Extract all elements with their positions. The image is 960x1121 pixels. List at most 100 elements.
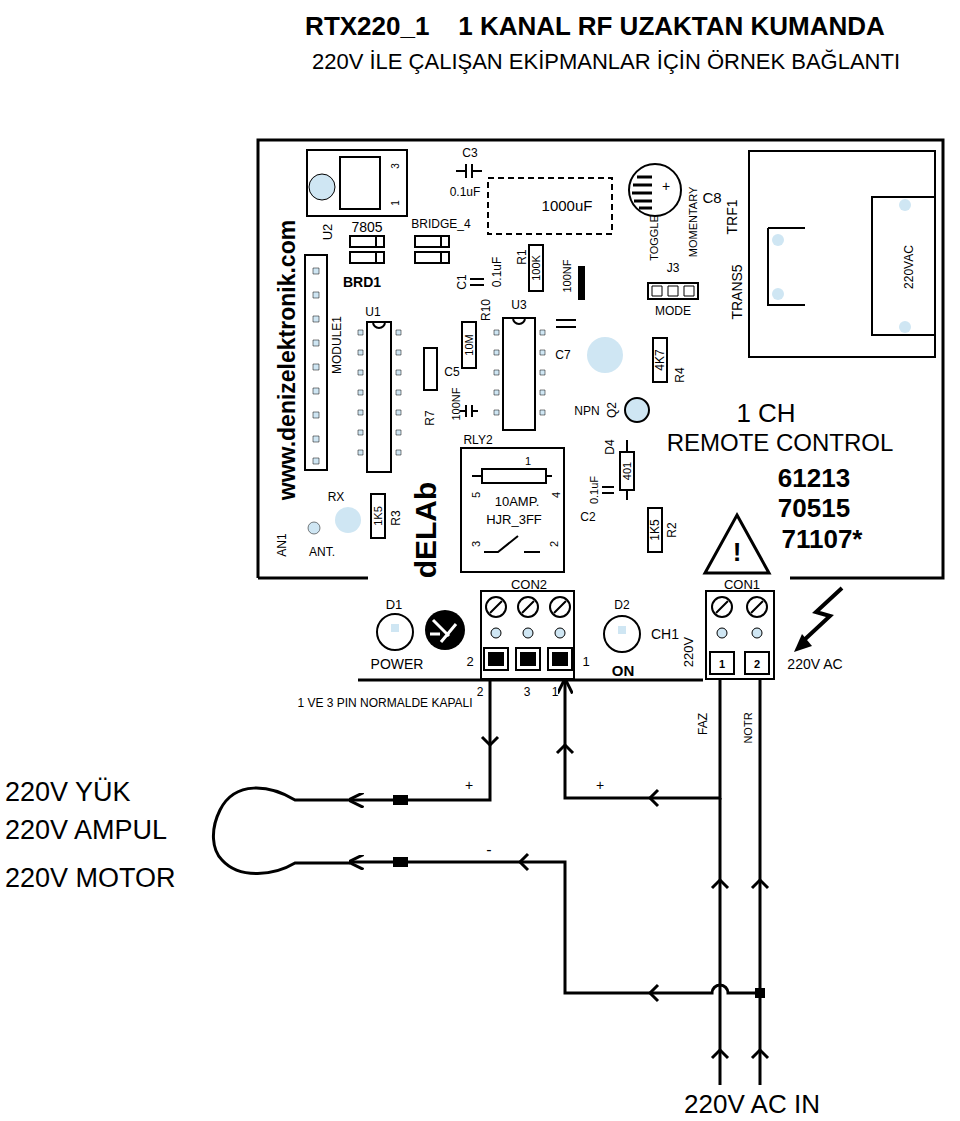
transformer-outline [768,197,935,335]
component-label: + [465,778,473,792]
switch-mark [430,620,456,642]
wire-connector [565,680,720,798]
node-text: 2 [549,541,560,547]
node-text: HJR_3FF [486,513,542,526]
transformer-box: 220VAC [748,150,936,358]
component-label: BRD1 [343,275,381,289]
component-label: ANT. [309,546,335,558]
component-label: + [662,179,670,193]
component-label: 1K5 [373,506,384,526]
flow-arrows [482,737,768,1058]
wire-connector [350,680,760,993]
terminal-openings [710,652,769,674]
component-label: POWER [371,657,424,671]
terminal-block: CON2 [480,590,575,680]
node-text: CON1 [724,578,760,591]
component-label: - [486,842,491,858]
node-text: 220VAC [903,245,915,289]
component-label: TRF1 [725,200,739,235]
component-label: 1K5 [649,519,661,540]
component-label: 4K7 [654,349,666,370]
component-label: 7805 [351,220,382,234]
component-label: R3 [390,510,402,525]
component-label: REMOTE CONTROL [667,431,894,455]
transistor-symbol [625,398,649,422]
component-label: 100NF [562,259,573,292]
component-label: RX [328,491,345,503]
component-label: 220V [682,637,695,667]
component-label: R2 [666,522,678,537]
component-label: 1 [719,659,725,670]
resistor-symbol [653,338,667,382]
resistor-symbol [648,508,662,552]
component-label: ON [612,663,635,678]
diode-symbol [620,452,634,490]
component-label: 1 VE 3 PIN NORMALDE KAPALI [297,697,472,709]
ic-pads [358,330,401,455]
led-pad [391,624,399,632]
node-text: 3 [471,541,482,547]
component-label: MOMENTARY [688,187,699,258]
component-label: 100NF [451,387,462,420]
component-label: MODE [655,305,691,317]
capacitor-stripes [632,177,652,208]
component-label: 1000uF [542,198,593,213]
warning-triangle [705,515,769,573]
component-label: U3 [511,299,526,311]
switch-icon [425,610,465,650]
ic-body [503,318,535,430]
component-label: 0.1uF [491,257,503,288]
component-label: R7 [424,410,436,425]
terminal-block: CON1 [705,590,775,680]
node-text: 10AMP. [495,495,540,508]
component-label: Q2 [606,402,618,418]
jumper-block [648,283,698,299]
component-label: D1 [386,598,403,611]
antenna-pad [308,522,320,534]
component-label: 71107* [782,526,863,552]
resistor-symbol [424,348,437,390]
node-text: 5 [471,492,482,498]
capacitor-outline [488,178,612,234]
node-text: 220V YÜK [5,779,131,806]
supply-wires [720,798,760,1085]
component-label: + [596,778,604,792]
capacitor-symbol [602,487,614,493]
capacitor-bar [578,266,585,300]
component-label: 100K [531,255,542,281]
capacitor-symbol [556,320,576,327]
component-label: AN1 [276,533,288,556]
component-label: R1 [516,249,528,264]
board-outline [258,140,943,680]
component-label: 2 [477,686,484,698]
bridge-diodes [350,236,449,263]
component-label: 1 [391,200,401,206]
component-label: 3 [391,163,401,169]
component-label: 10M [464,334,475,355]
component-label: TRANS5 [730,264,744,319]
ic-body [367,322,391,472]
node-text: 1 [525,456,531,467]
mount-hole [335,507,361,533]
transformer-pad [899,321,911,333]
relay-box: RLY210AMP.HJR_3FF14532 [460,447,565,573]
component-label: C2 [580,511,595,523]
component-label: ! [733,539,742,565]
component-label: www.denizelektronik.com [276,220,299,500]
terminal-openings [484,648,572,670]
resistor-symbol [462,322,476,368]
component-label: TOGGLE [649,215,660,261]
terminal-inner [488,652,568,666]
rf-module [305,255,327,470]
component-label: 70515 [778,495,850,521]
component-label: D4 [604,439,616,454]
component-label: J3 [667,262,680,274]
component-label: C3 [462,147,477,159]
component-label: 401 [622,462,633,480]
component-label: BRIDGE_4 [411,218,470,230]
led-outline [377,614,413,650]
node-text: CON2 [511,578,547,591]
component-label: 0.1uF [450,186,481,198]
node-text: 220V AMPUL [5,817,167,844]
